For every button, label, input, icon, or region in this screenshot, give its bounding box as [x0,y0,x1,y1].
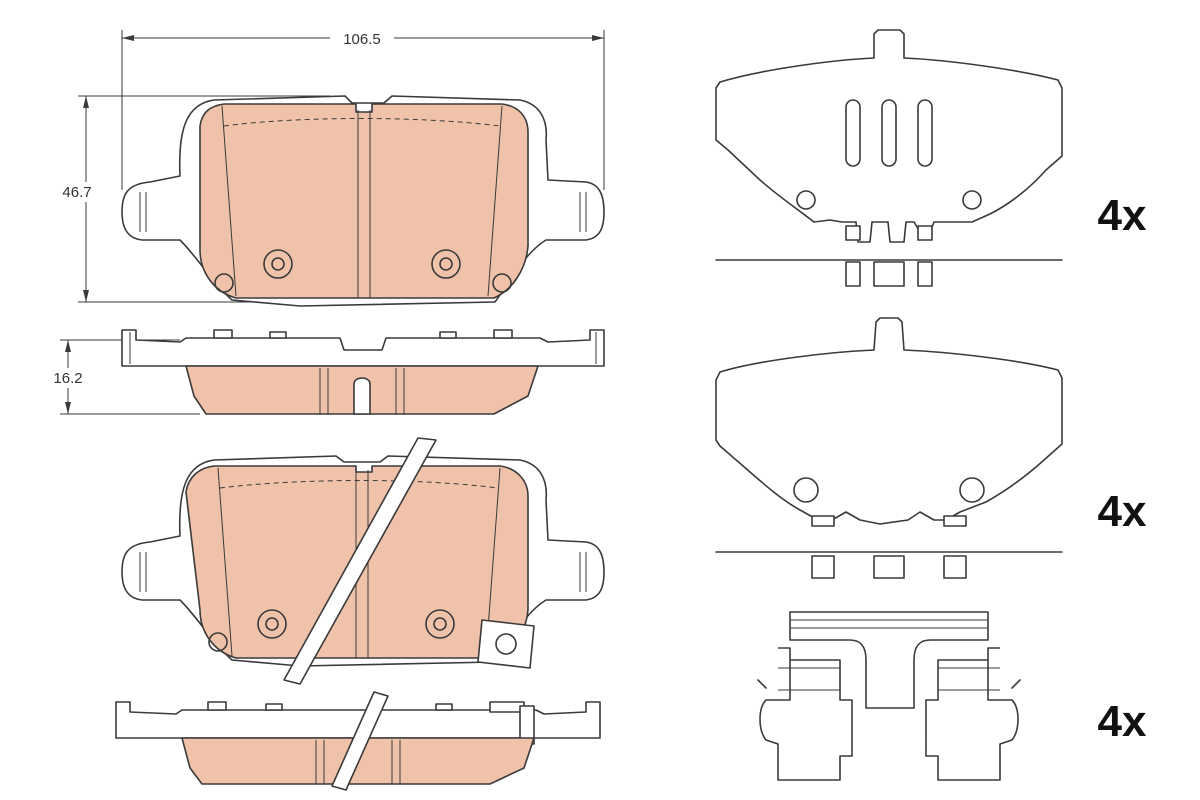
wear-sensor [283,437,535,685]
clip-quantity: 4x [1098,697,1147,746]
dimension-width: 106.5 [121,28,605,190]
shim-a-quantity: 4x [1098,191,1147,240]
brake-pad-side-view [121,329,605,415]
width-label: 106.5 [343,31,381,48]
brake-pad-front-view [121,95,605,307]
ear-slots [139,192,587,232]
height-label: 46.7 [62,184,91,201]
mounting-clip [757,611,1021,781]
brake-pad-front-view-with-sensor [121,437,605,685]
brake-pad-side-view-with-sensor [115,691,601,791]
shim-b-quantity: 4x [1098,487,1147,536]
thickness-label: 16.2 [53,370,82,387]
shim-b [715,317,1063,579]
dimension-height: 46.7 [52,95,330,303]
shim-a [715,29,1063,287]
rivet-holes [214,249,512,293]
dimension-thickness: 16.2 [44,339,200,415]
